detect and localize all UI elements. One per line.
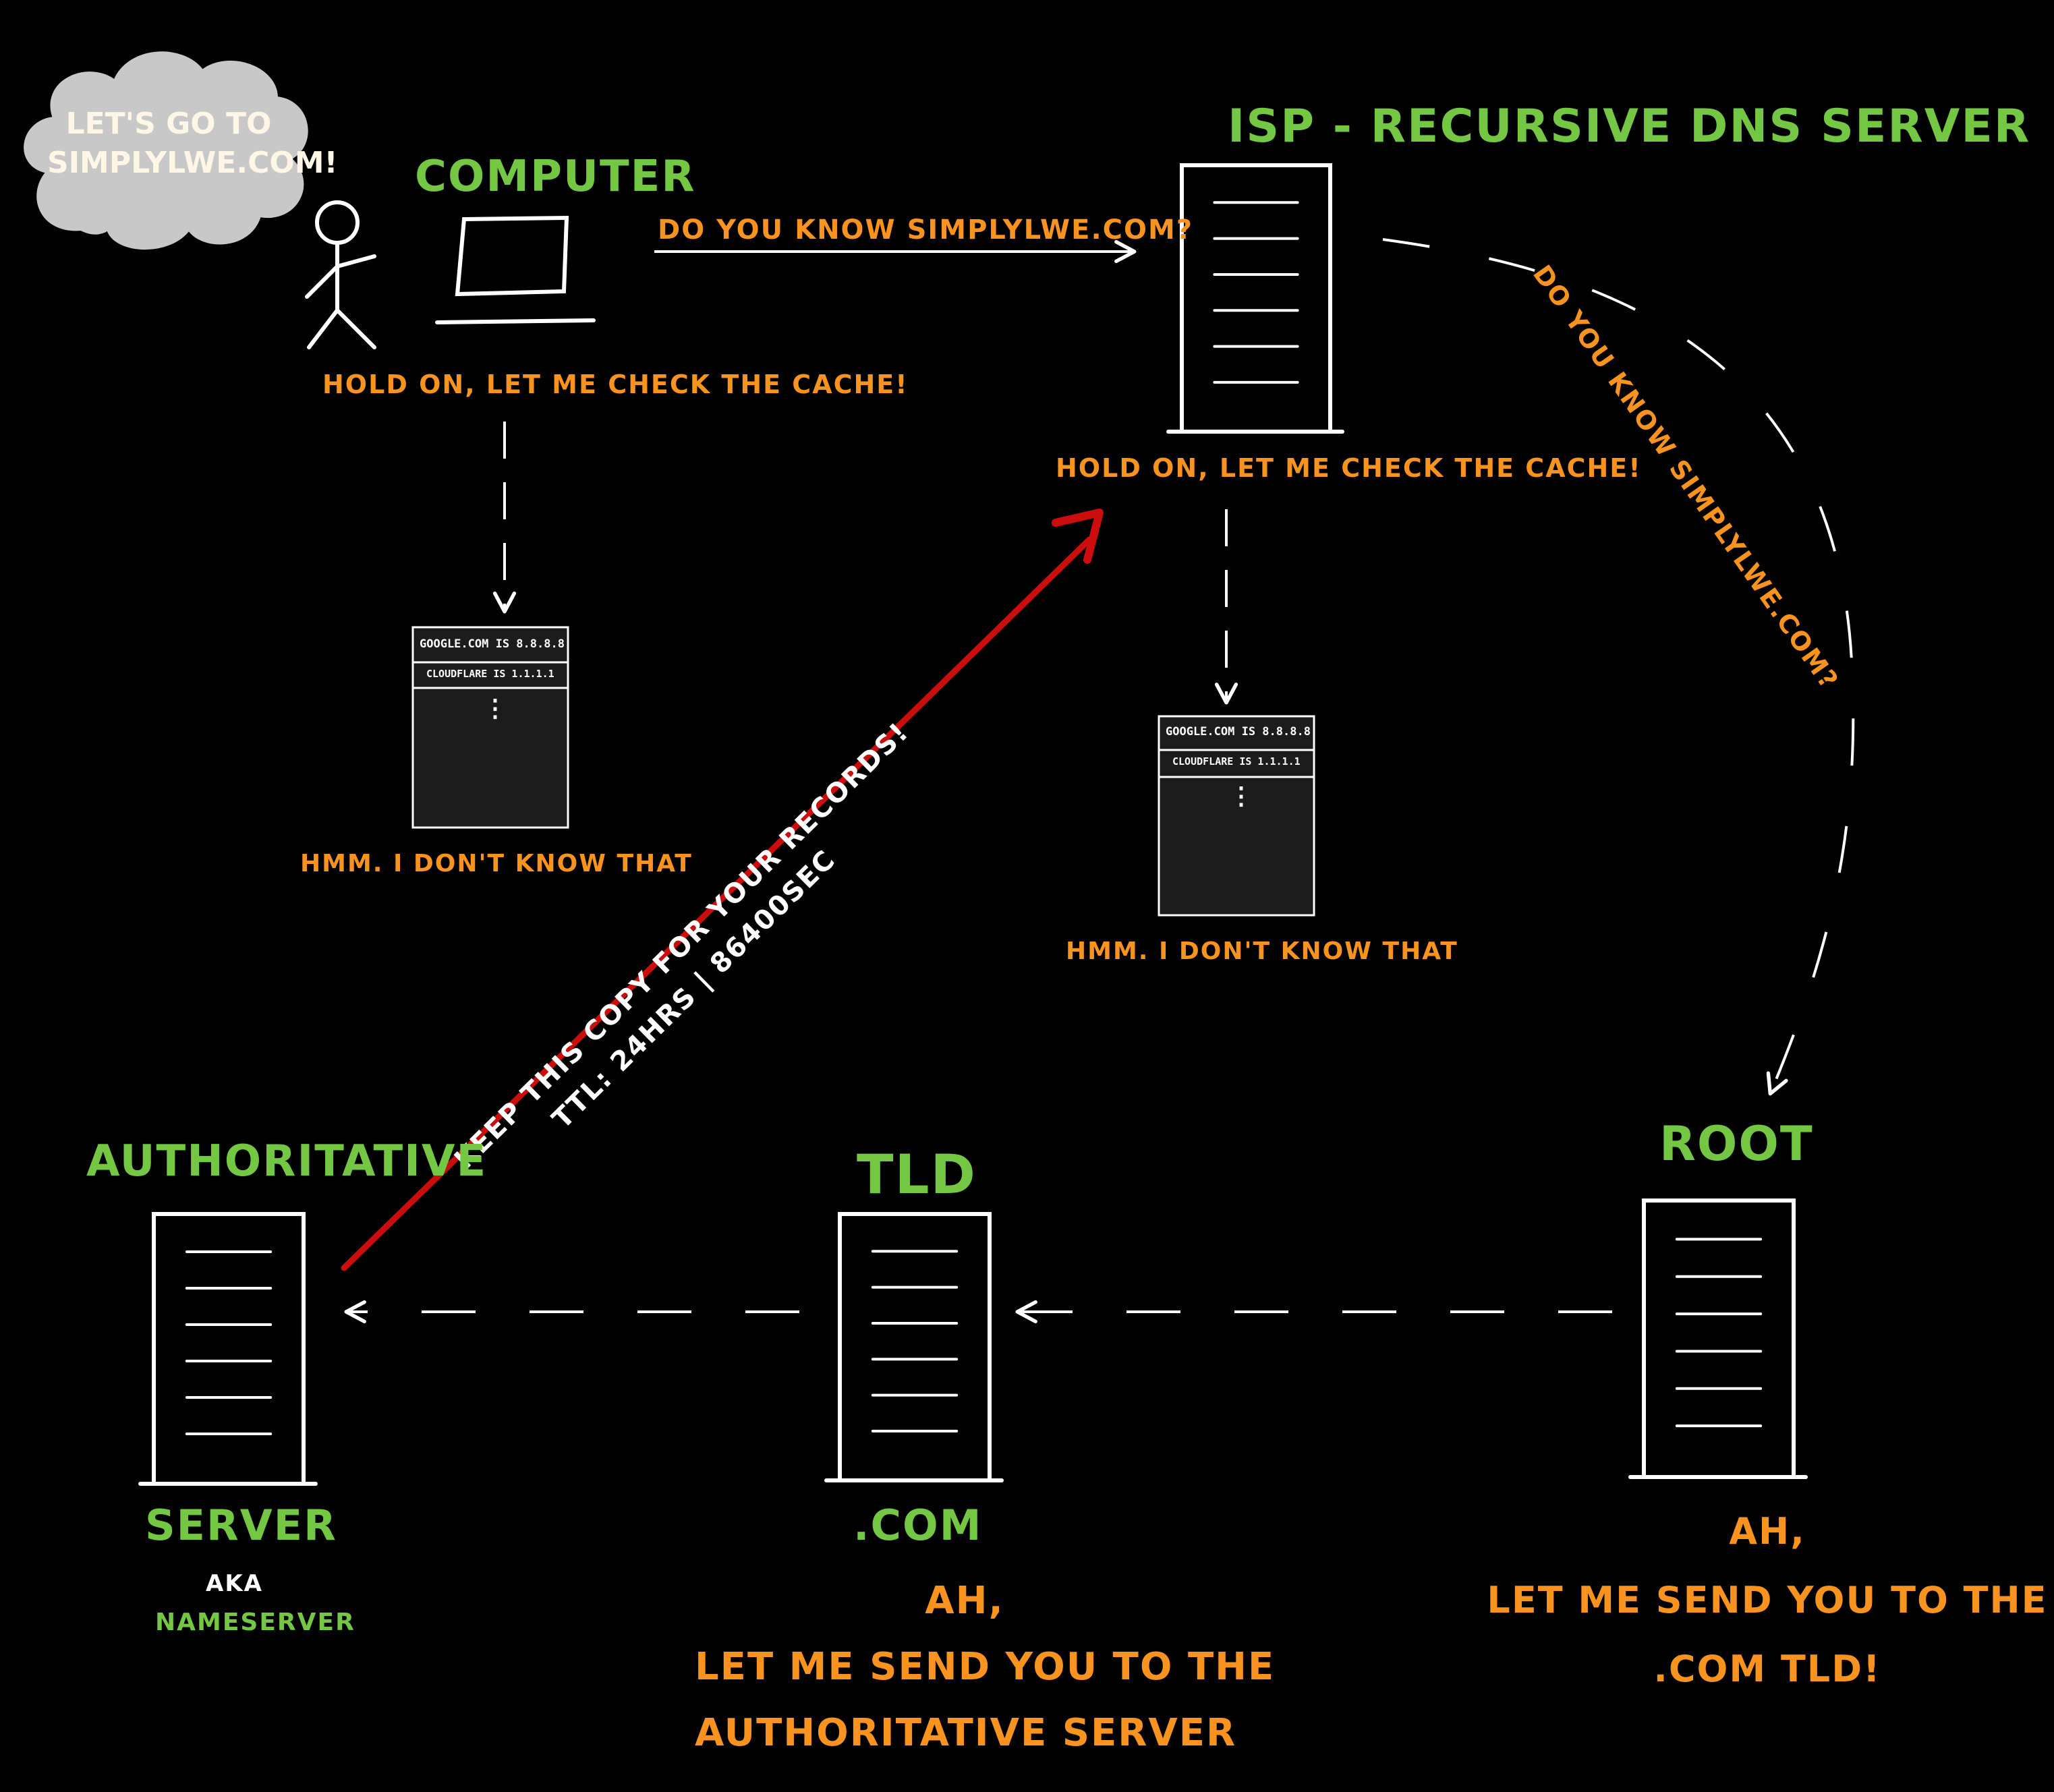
root-reply-line-1: AH, xyxy=(1729,1510,1806,1553)
stick-figure-icon xyxy=(305,200,376,349)
computer-unknown-label: HMM. I DON'T KNOW THAT xyxy=(300,850,693,877)
query-arrow-isp-to-root xyxy=(1382,238,1855,1096)
cache-row-google: GOOGLE.COM IS 8.8.8.8 xyxy=(420,637,565,651)
thought-line-2: SIMPLYLWE.COM! xyxy=(47,146,338,180)
response-arrow-authoritative-to-isp xyxy=(341,509,1104,1271)
tld-subtitle: .COM xyxy=(853,1501,983,1550)
isp-check-cache-label: HOLD ON, LET ME CHECK THE CACHE! xyxy=(1056,453,1642,483)
isp-cache-row-google: GOOGLE.COM IS 8.8.8.8 xyxy=(1166,725,1311,739)
thought-bubble-text: LET'S GO TO SIMPLYLWE.COM! xyxy=(47,105,338,183)
cache-table-icon-computer xyxy=(411,626,569,829)
authoritative-nameserver: NAMESERVER xyxy=(155,1609,355,1636)
thought-line-1: LET'S GO TO xyxy=(65,107,272,141)
laptop-icon xyxy=(435,215,596,324)
authoritative-aka: AKA xyxy=(206,1570,263,1597)
computer-query-label: DO YOU KNOW SIMPLYLWE.COM? xyxy=(658,214,1194,245)
isp-cache-ellipsis: ⋮ xyxy=(1229,782,1253,810)
root-server-icon xyxy=(1628,1198,1808,1479)
isp-cache-row-cloudflare: CLOUDFLARE IS 1.1.1.1 xyxy=(1172,755,1301,768)
tld-title: TLD xyxy=(857,1143,977,1206)
cache-row-cloudflare: CLOUDFLARE IS 1.1.1.1 xyxy=(426,668,554,680)
isp-server-icon xyxy=(1166,163,1344,434)
cache-ellipsis: ⋮ xyxy=(483,695,507,722)
root-title: ROOT xyxy=(1659,1116,1814,1172)
tld-reply-line-1: AH, xyxy=(925,1579,1004,1623)
tld-reply: AH, LET ME SEND YOU TO THE AUTHORITATIVE… xyxy=(695,1568,1276,1766)
root-reply-line-3: .COM TLD! xyxy=(1653,1648,1881,1690)
isp-unknown-label: HMM. I DON'T KNOW THAT xyxy=(1066,937,1458,965)
root-reply-line-2: LET ME SEND YOU TO THE xyxy=(1487,1579,2048,1621)
tld-server-icon xyxy=(824,1212,1004,1482)
authoritative-title: AUTHORITATIVE xyxy=(86,1136,488,1186)
tld-reply-line-3: AUTHORITATIVE SERVER xyxy=(695,1711,1237,1755)
isp-title: ISP - RECURSIVE DNS SERVER xyxy=(1228,100,2031,153)
root-reply: AH, LET ME SEND YOU TO THE .COM TLD! xyxy=(1484,1497,2051,1704)
tld-reply-line-2: LET ME SEND YOU TO THE xyxy=(695,1645,1276,1689)
computer-check-cache-label: HOLD ON, LET ME CHECK THE CACHE! xyxy=(322,370,909,399)
authoritative-subtitle: SERVER xyxy=(145,1501,337,1550)
authoritative-server-icon xyxy=(138,1212,318,1486)
cache-table-icon-isp xyxy=(1158,715,1315,917)
thought-cloud-icon xyxy=(24,51,308,250)
computer-title: COMPUTER xyxy=(415,152,696,202)
